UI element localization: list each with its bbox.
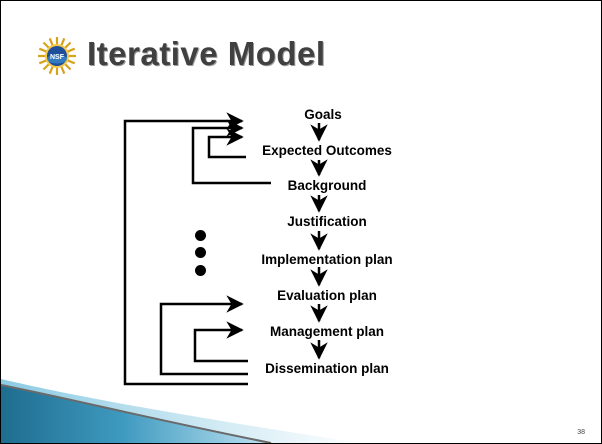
ellipsis-dot [195,230,206,241]
step-implementation-plan: Implementation plan [261,252,393,267]
svg-text:NSF: NSF [50,54,65,61]
step-goals: Goals [304,107,342,122]
nsf-logo-icon: NSF [38,37,76,75]
step-justification: Justification [287,214,367,229]
ellipsis-dot [195,247,206,258]
ellipsis-dot [195,265,206,276]
slide-title: Iterative Model [87,35,326,72]
step-dissemination-plan: Dissemination plan [265,361,389,376]
step-evaluation-plan: Evaluation plan [277,288,377,303]
step-background: Background [287,178,367,193]
page-number: 38 [577,429,585,436]
step-expected-outcomes: Expected Outcomes [262,143,392,158]
step-management-plan: Management plan [269,324,385,339]
